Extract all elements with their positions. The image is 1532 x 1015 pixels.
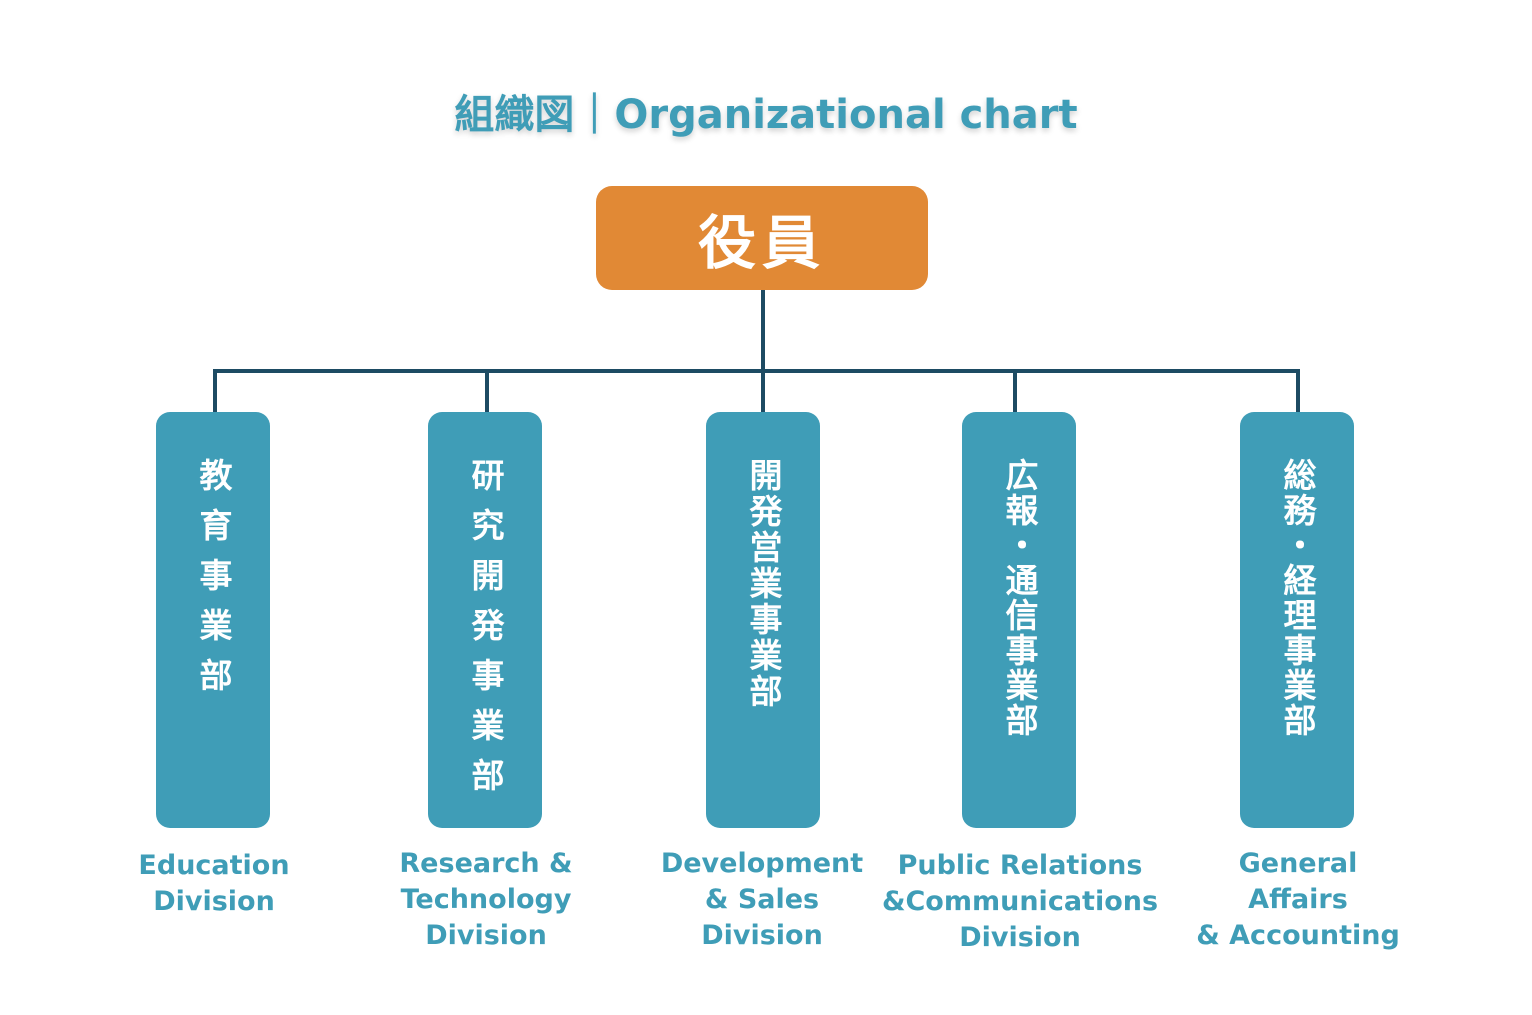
division-label-en: Research & Technology Division <box>399 848 573 951</box>
division-node-general-affairs: 総務・経理事業部 <box>1240 412 1354 828</box>
division-label-en: Development & Sales Division <box>660 848 864 951</box>
division-label-en: Education Division <box>138 850 290 917</box>
chart-title: 組織図｜Organizational chart <box>454 92 1078 138</box>
division-label-en: General Affairs & Accounting <box>1196 848 1400 951</box>
division-node-public-relations: 広報・通信事業部 <box>962 412 1076 828</box>
division-label-ja: 開発営業事業部 <box>744 458 783 710</box>
division-label-ja: 研究開発事業部 <box>466 458 505 808</box>
division-label-ja: 広報・通信事業部 <box>1000 458 1039 738</box>
division-node-education: 教育事業部 <box>156 412 270 828</box>
executive-node: 役員 <box>596 186 928 290</box>
executive-label: 役員 <box>697 209 826 277</box>
division-node-development: 開発営業事業部 <box>706 412 820 828</box>
division-label-ja: 総務・経理事業部 <box>1278 458 1317 738</box>
division-node-research: 研究開発事業部 <box>428 412 542 828</box>
division-label-ja: 教育事業部 <box>194 458 233 708</box>
division-label-en: Public Relations &Communications Divisio… <box>881 850 1159 953</box>
